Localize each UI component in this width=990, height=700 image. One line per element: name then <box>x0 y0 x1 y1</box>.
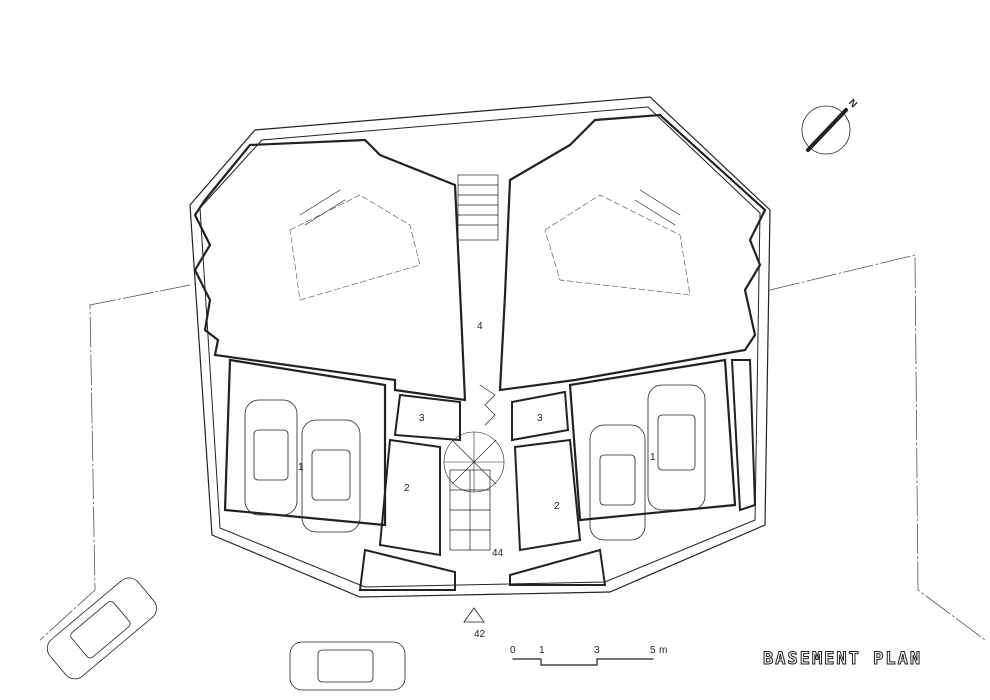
scale-tick-5: 5 <box>650 645 656 656</box>
upper-floor-outline <box>289 194 691 301</box>
room-label-garage-left: 1 <box>298 462 304 473</box>
room-label-storage-left: 3 <box>419 413 425 424</box>
entrance-marker-icon <box>463 607 485 623</box>
scale-tick-0: 0 <box>510 645 516 656</box>
building-outline <box>189 96 771 598</box>
room-label-room-right: 2 <box>554 501 560 512</box>
room-label-corridor: 4 <box>477 321 483 332</box>
scale-unit: m <box>659 645 667 656</box>
scale-bar <box>512 658 654 666</box>
drawing-title: BASEMENT PLAN <box>763 649 922 669</box>
north-arrow-icon <box>801 105 851 155</box>
tree-icon <box>443 431 505 493</box>
level-mark-entrance: 42 <box>474 629 486 640</box>
stairs <box>299 174 681 551</box>
scale-tick-1: 1 <box>539 645 545 656</box>
scale-tick-3: 3 <box>594 645 600 656</box>
room-label-room-left: 2 <box>404 483 410 494</box>
level-mark-courtyard: 44 <box>492 548 504 559</box>
site-boundary-lines <box>39 254 986 641</box>
car-icons <box>46 384 706 691</box>
north-label: N <box>846 97 859 110</box>
room-label-storage-right: 3 <box>537 413 543 424</box>
room-label-garage-right: 1 <box>650 452 656 463</box>
